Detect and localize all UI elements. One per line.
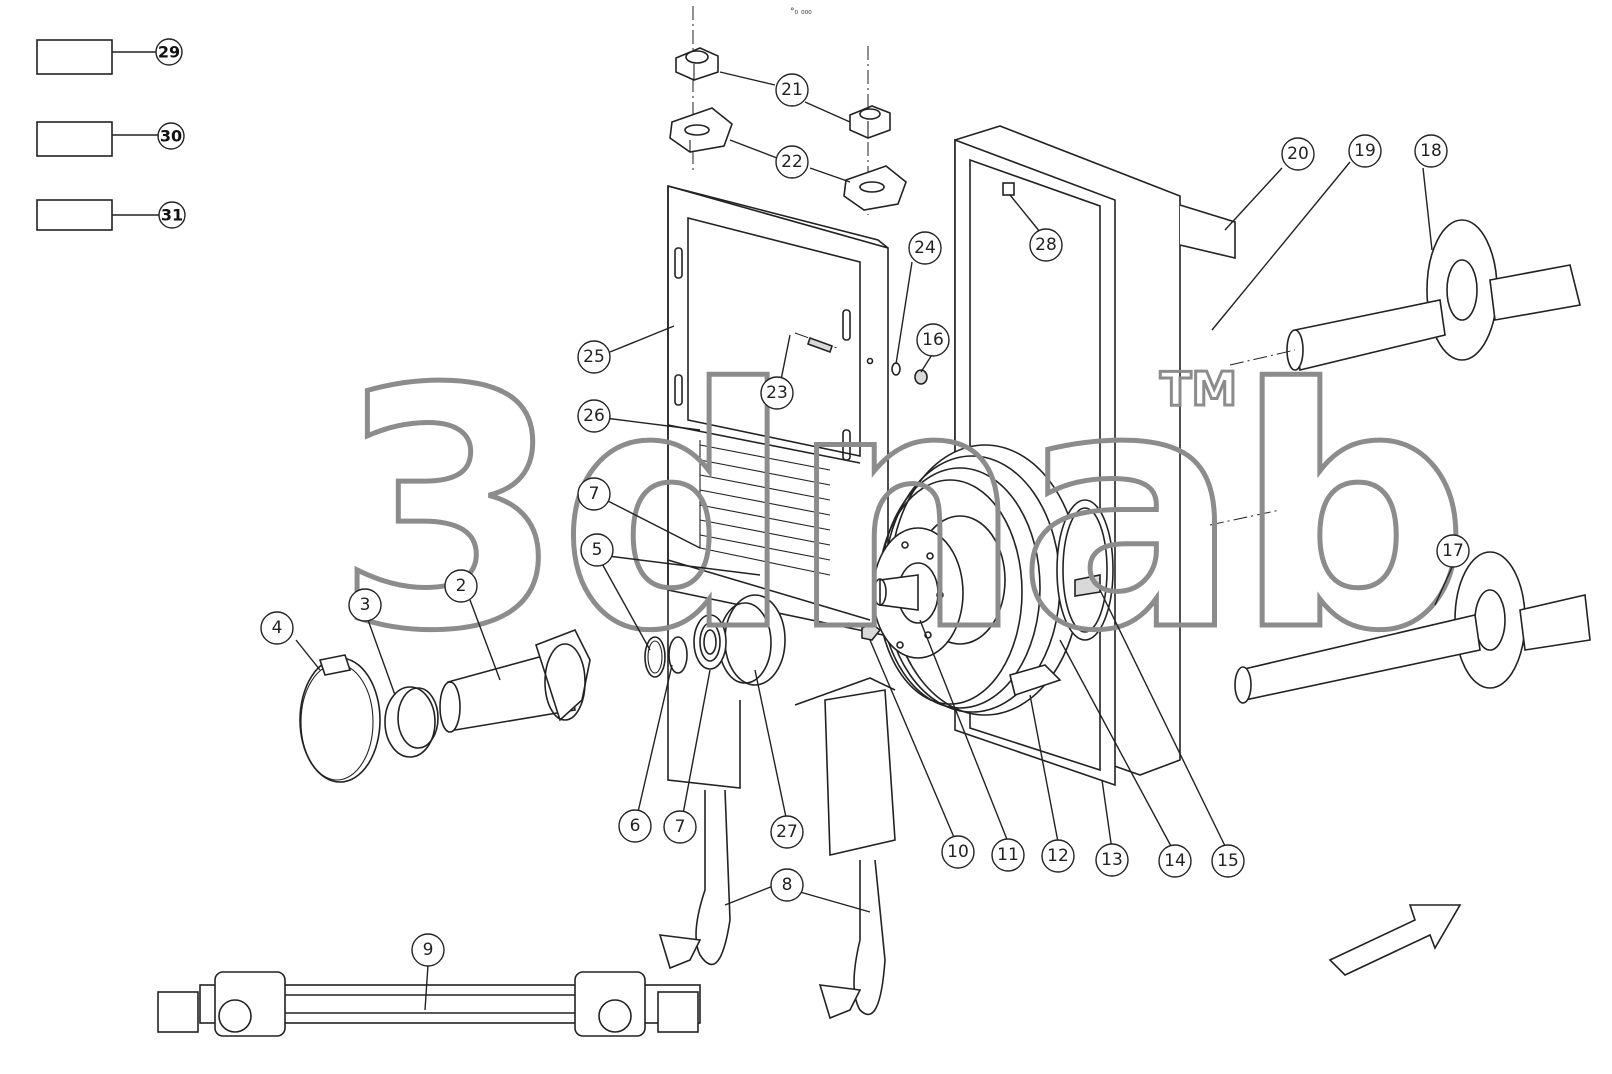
legend-label-30: 30	[160, 127, 182, 146]
svg-text:2: 2	[456, 576, 467, 596]
wedge-washer-left	[669, 107, 733, 153]
svg-text:11: 11	[997, 845, 1019, 865]
svg-text:8: 8	[782, 875, 793, 895]
callout-26: 26	[577, 399, 611, 433]
callout-17: 17	[1436, 534, 1470, 568]
hex-nut-right	[849, 105, 891, 139]
svg-text:18: 18	[1420, 141, 1442, 161]
svg-text:6: 6	[630, 816, 641, 836]
disc-15	[1056, 499, 1114, 641]
callout-15: 15	[1211, 844, 1245, 878]
watermark-text: 3dnab	[335, 319, 1465, 703]
svg-text:3: 3	[360, 595, 371, 615]
callout-6: 6	[618, 809, 652, 843]
callout-27: 27	[770, 815, 804, 849]
svg-text:9: 9	[423, 940, 434, 960]
svg-text:19: 19	[1354, 141, 1376, 161]
leader-lines	[295, 71, 1454, 1011]
callout-4: 4	[260, 611, 294, 645]
legend-box-30: 30	[36, 121, 185, 157]
callout-24: 24	[908, 231, 942, 265]
legend-box-29: 29	[36, 38, 183, 75]
callout-11: 11	[991, 838, 1025, 872]
svg-text:17: 17	[1442, 541, 1464, 561]
callout-10: 10	[941, 835, 975, 869]
callout-3: 3	[348, 588, 382, 622]
callout-25: 25	[577, 340, 611, 374]
svg-text:14: 14	[1164, 851, 1186, 871]
circlip-5	[644, 636, 666, 678]
svg-text:5: 5	[592, 540, 603, 560]
svg-text:27: 27	[776, 822, 798, 842]
callout-16: 16	[916, 323, 950, 357]
svg-text:23: 23	[766, 383, 788, 403]
callout-28: 28	[1029, 228, 1063, 262]
callout-23: 23	[760, 376, 794, 410]
svg-text:25: 25	[583, 347, 605, 367]
svg-text:15: 15	[1217, 851, 1239, 871]
callout-18: 18	[1414, 134, 1448, 168]
svg-text:16: 16	[922, 330, 944, 350]
callouts: 21 22 24 16 28 20 19 18 25 23 26 7 5 17 …	[260, 73, 1470, 967]
hub-flange	[872, 527, 964, 659]
callout-12: 12	[1041, 839, 1075, 873]
svg-text:10: 10	[947, 842, 969, 862]
callout-19: 19	[1348, 134, 1382, 168]
front-panel	[667, 184, 896, 856]
nut-10	[861, 623, 882, 641]
callout-14: 14	[1158, 844, 1192, 878]
hex-nut-left	[675, 47, 719, 81]
callout-8: 8	[770, 868, 804, 902]
watermark-trademark: TM	[1160, 362, 1237, 416]
svg-text:20: 20	[1287, 144, 1309, 164]
svg-text:7: 7	[589, 484, 600, 504]
svg-text:22: 22	[781, 152, 803, 172]
output-shaft-18	[1229, 219, 1581, 371]
svg-text:28: 28	[1035, 235, 1057, 255]
drive-shaft-9	[157, 971, 701, 1037]
callout-22: 22	[775, 145, 809, 179]
callout-21: 21	[775, 73, 809, 107]
svg-text:24: 24	[914, 238, 936, 258]
ring-6	[668, 636, 688, 674]
callout-7-top: 7	[577, 477, 611, 511]
output-shaft-17	[1209, 509, 1591, 704]
belt-8-left	[658, 789, 731, 970]
callout-7-bottom: 7	[663, 810, 697, 844]
cap-3	[384, 686, 439, 758]
hose-clamp-4	[299, 654, 381, 783]
bearing-27	[693, 594, 786, 686]
svg-text:12: 12	[1047, 846, 1069, 866]
direction-arrow-icon	[1328, 904, 1462, 976]
svg-text:26: 26	[583, 406, 605, 426]
wedge-washer-right	[843, 165, 907, 211]
callout-9: 9	[411, 933, 445, 967]
belt-8-right	[818, 859, 886, 1020]
sleeve-2	[439, 628, 591, 733]
callout-13: 13	[1095, 843, 1129, 877]
legend-label-29: 29	[158, 43, 180, 62]
svg-text:4: 4	[272, 618, 283, 638]
bolt-23	[794, 332, 841, 354]
nut-16	[866, 357, 928, 385]
header-mark: °₀ ₀₀₀	[790, 7, 812, 17]
legend-label-31: 31	[161, 206, 183, 225]
callout-2: 2	[444, 569, 478, 603]
svg-text:13: 13	[1101, 850, 1123, 870]
callout-5: 5	[580, 533, 614, 567]
svg-text:7: 7	[675, 817, 686, 837]
svg-text:21: 21	[781, 80, 803, 100]
legend-box-31: 31	[36, 199, 186, 231]
callout-20: 20	[1281, 137, 1315, 171]
